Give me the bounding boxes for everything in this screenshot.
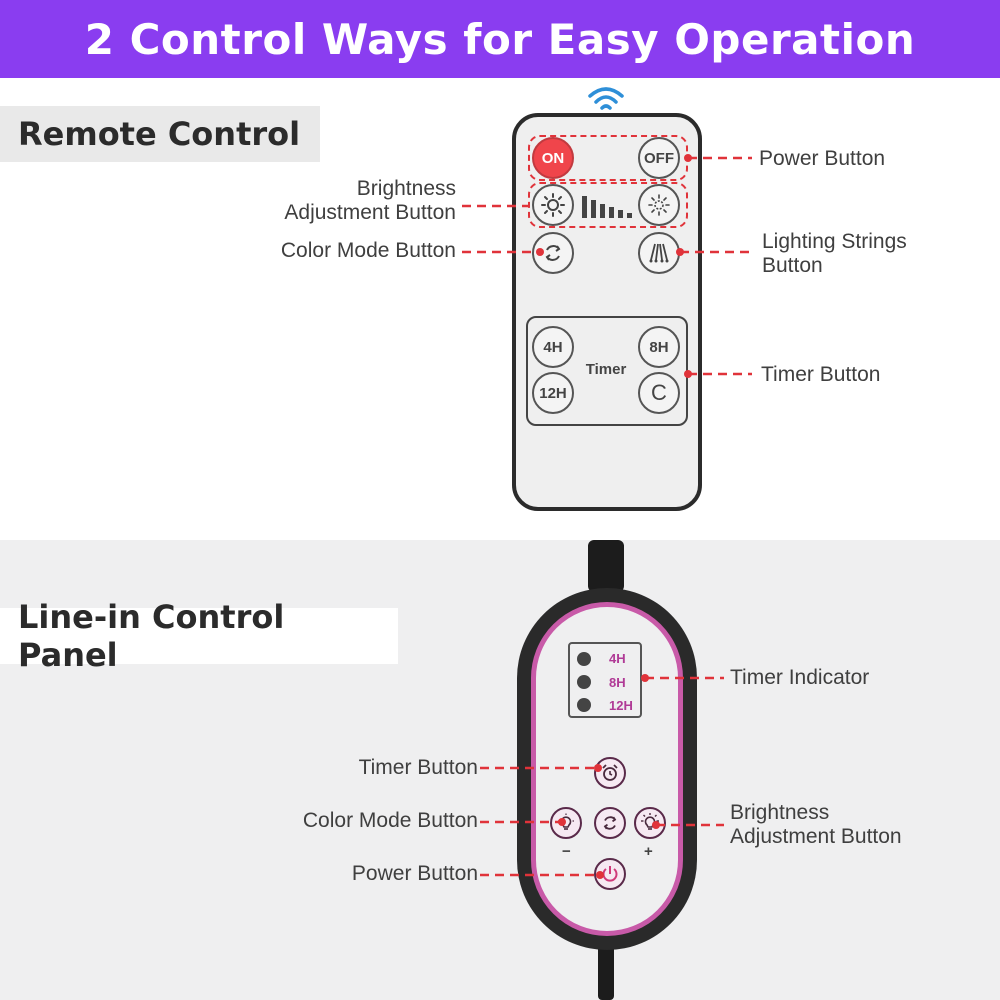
brightness-plus-sign: + — [644, 843, 653, 860]
remote-color-mode-button[interactable] — [532, 232, 574, 274]
sun-icon — [541, 193, 565, 217]
indicator-label-8h: 8H — [609, 675, 626, 690]
header-banner: 2 Control Ways for Easy Operation — [0, 0, 1000, 78]
panel-brightness-up-button[interactable] — [634, 807, 666, 839]
remote-timer-8h-button[interactable]: 8H — [638, 326, 680, 368]
label-lighting-strings-line1: Lighting Strings — [762, 230, 907, 253]
label-panel-brightness-line1: Brightness — [730, 801, 830, 824]
label-panel-timer-button: Timer Button — [358, 756, 478, 779]
label-panel-power-button: Power Button — [351, 862, 478, 885]
remote-off-button[interactable]: OFF — [638, 137, 680, 179]
panel-section-title: Line-in Control Panel — [0, 598, 398, 674]
cycle-icon — [603, 816, 617, 830]
indicator-light-8h — [577, 675, 591, 689]
alarm-clock-icon — [602, 764, 618, 781]
wireless-signal-icon — [588, 87, 624, 110]
remote-brightness-up-button[interactable] — [638, 184, 680, 226]
cable-top — [588, 540, 624, 592]
power-icon — [602, 866, 618, 882]
panel-color-mode-button[interactable] — [594, 807, 626, 839]
label-remote-timer-button: Timer Button — [761, 363, 881, 386]
cycle-icon — [545, 245, 561, 261]
panel-timer-button[interactable] — [594, 757, 626, 789]
panel-power-button[interactable] — [594, 858, 626, 890]
label-panel-brightness-line2: Adjustment Button — [730, 825, 902, 848]
indicator-light-4h — [577, 652, 591, 666]
panel-brightness-down-button[interactable] — [550, 807, 582, 839]
brightness-buttons-highlight — [528, 182, 688, 228]
brightness-level-icon — [582, 196, 632, 218]
remote-lighting-strings-button[interactable] — [638, 232, 680, 274]
label-brightness-line2: Adjustment Button — [284, 201, 456, 224]
label-panel-color-mode-button: Color Mode Button — [302, 809, 478, 832]
remote-timer-4h-button[interactable]: 4H — [532, 326, 574, 368]
page-title: 2 Control Ways for Easy Operation — [84, 14, 916, 64]
remote-timer-12h-button[interactable]: 12H — [532, 372, 574, 414]
label-lighting-strings-line2: Button — [762, 254, 823, 277]
bulb-bright-icon — [641, 813, 659, 830]
label-brightness-line1: Brightness — [356, 177, 456, 200]
remote-timer-cancel-button[interactable]: C — [638, 372, 680, 414]
remote-brightness-down-button[interactable] — [532, 184, 574, 226]
remote-timer-label: Timer — [585, 361, 627, 378]
light-strings-icon — [649, 243, 669, 263]
label-color-mode-button: Color Mode Button — [280, 239, 456, 262]
bulb-dim-icon — [558, 813, 574, 830]
sun-outline-icon — [648, 194, 670, 216]
indicator-label-4h: 4H — [609, 651, 626, 666]
remote-on-button[interactable]: ON — [532, 137, 574, 179]
remote-section-title: Remote Control — [0, 106, 320, 162]
indicator-light-12h — [577, 698, 591, 712]
indicator-label-12h: 12H — [609, 698, 633, 713]
label-power-button: Power Button — [759, 147, 886, 170]
label-timer-indicator: Timer Indicator — [730, 666, 870, 689]
cable-bottom — [598, 944, 614, 1000]
brightness-minus-sign: − — [562, 843, 571, 860]
